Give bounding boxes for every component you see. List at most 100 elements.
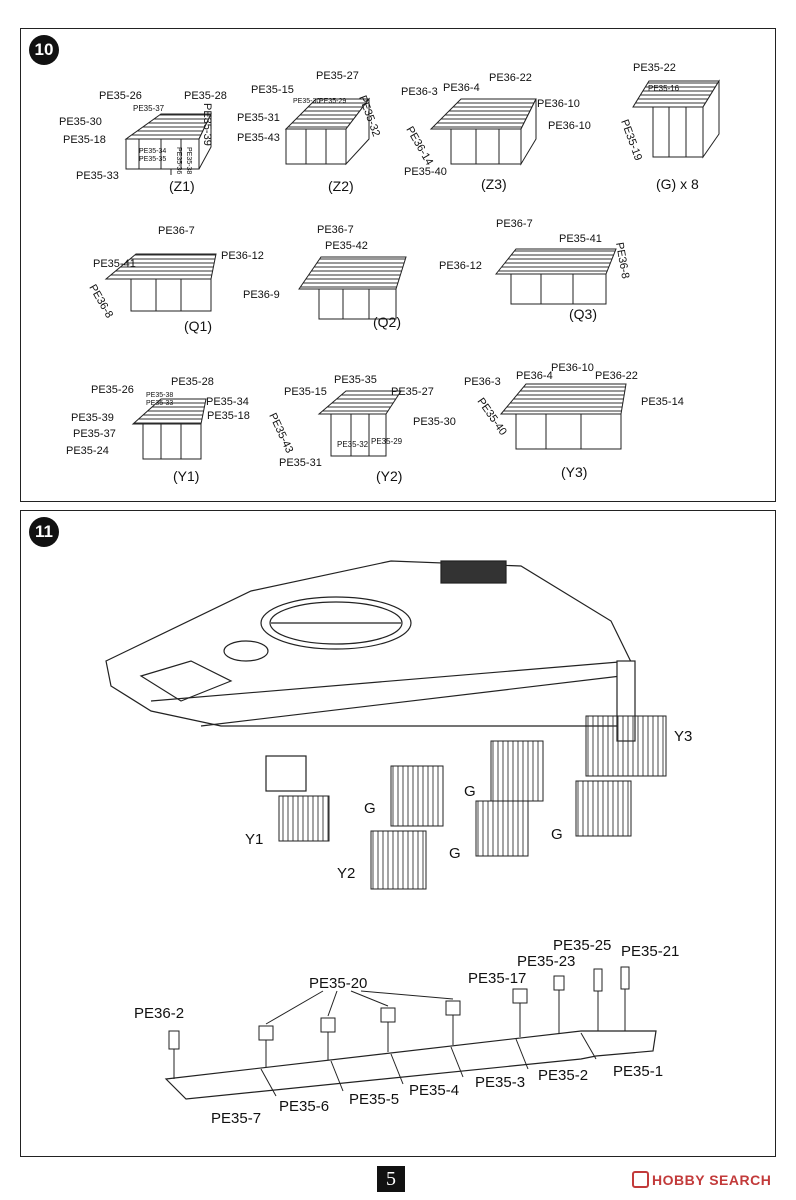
label-z2-2: PE35-30 xyxy=(293,98,320,105)
caption-z3: (Z3) xyxy=(481,176,507,192)
label-q1-1: PE36-12 xyxy=(221,250,264,262)
label-y2-1: PE35-35 xyxy=(334,374,377,386)
label-z2-5: PE35-31 xyxy=(237,112,280,124)
screen-g-4: G xyxy=(551,780,632,843)
label-z3-4: PE36-10 xyxy=(548,120,591,132)
label-z1-10: PE35-33 xyxy=(76,170,119,182)
strip-label-6: PE35-1 xyxy=(613,1063,663,1080)
strip-label-0: PE35-7 xyxy=(211,1110,261,1127)
label-z3-0: PE36-22 xyxy=(489,72,532,84)
screen-label-g4: G xyxy=(551,826,563,843)
strip-label-4: PE35-3 xyxy=(475,1074,525,1091)
strip-brackets: PE36-2 PE35-20 PE35-17 PE35-23 PE35-25 P… xyxy=(134,937,679,1079)
strip-label-2: PE35-5 xyxy=(349,1091,399,1108)
step-10-panel: 10 PE35-26 PE35-37 PE35-28 PE35-30 PE35-… xyxy=(20,28,776,502)
label-y1-4: PE35-34 xyxy=(206,396,249,408)
assembly-y1: PE35-26 PE35-28 PE35-38 PE35-33 PE35-34 … xyxy=(66,376,250,484)
page-number: 5 xyxy=(377,1166,405,1192)
assembly-y3: PE36-3 PE36-4 PE36-10 PE36-22 PE35-14 PE… xyxy=(464,362,684,480)
side-strip: PE35-7 PE35-6 PE35-5 PE35-4 PE35-3 PE35-… xyxy=(164,1030,663,1127)
screen-y1: Y1 xyxy=(245,795,330,848)
label-z1-1: PE35-37 xyxy=(133,104,165,113)
step-11-panel: 11 Y3 G xyxy=(20,510,776,1157)
label-z1-8: PE35-36 xyxy=(175,147,182,174)
label-y2-4: PE35-43 xyxy=(266,411,295,455)
label-y2-6: PE35-29 xyxy=(371,437,403,446)
label-q1-0: PE36-7 xyxy=(158,225,195,237)
screen-g-2: G xyxy=(464,740,544,802)
label-q2-0: PE36-7 xyxy=(317,224,354,236)
caption-q1: (Q1) xyxy=(184,318,212,334)
screen-label-y1: Y1 xyxy=(245,831,263,848)
assembly-z2: PE35-27 PE35-15 PE35-30 PE35-29 PE35-32 … xyxy=(237,70,382,194)
label-y1-8: PE35-24 xyxy=(66,445,109,457)
label-y2-7: PE35-31 xyxy=(279,457,322,469)
assembly-z1: PE35-26 PE35-37 PE35-28 PE35-30 PE35-18 … xyxy=(59,90,227,194)
label-z3-5: PE36-14 xyxy=(403,125,435,168)
screen-label-g2: G xyxy=(464,783,476,800)
label-g-0: PE35-22 xyxy=(633,62,676,74)
label-q1-3: PE36-8 xyxy=(86,283,115,321)
label-z1-0: PE35-26 xyxy=(99,90,142,102)
caption-y1: (Y1) xyxy=(173,468,199,484)
caption-q2: (Q2) xyxy=(373,314,401,330)
label-q3-1: PE35-41 xyxy=(559,233,602,245)
label-y3-1: PE36-4 xyxy=(516,370,553,382)
watermark: HOBBY SEARCH xyxy=(632,1171,771,1188)
label-z1-6: PE35-34 xyxy=(139,148,166,155)
label-z1-3: PE35-30 xyxy=(59,116,102,128)
caption-y2: (Y2) xyxy=(376,468,402,484)
screen-label-y2: Y2 xyxy=(337,865,355,882)
label-y2-2: PE35-27 xyxy=(391,386,434,398)
label-z2-3: PE35-29 xyxy=(319,98,346,105)
assembly-y2: PE35-15 PE35-35 PE35-27 PE35-30 PE35-43 … xyxy=(266,374,456,484)
strip-label-1: PE35-6 xyxy=(279,1098,329,1115)
label-g-1: PE35-16 xyxy=(648,84,680,93)
label-y3-4: PE35-14 xyxy=(641,396,684,408)
step-number-10: 10 xyxy=(29,35,59,65)
label-y3-5: PE35-40 xyxy=(475,396,509,438)
bracket-label-1: PE35-20 xyxy=(309,975,367,992)
label-z1-7: PE35-35 xyxy=(139,156,166,163)
label-q3-0: PE36-7 xyxy=(496,218,533,230)
screen-g-1: G xyxy=(364,765,444,827)
step-10-diagram: PE35-26 PE35-37 PE35-28 PE35-30 PE35-18 … xyxy=(59,62,720,484)
step-number-11: 11 xyxy=(29,517,59,547)
strip-label-5: PE35-2 xyxy=(538,1067,588,1084)
label-y1-1: PE35-28 xyxy=(171,376,214,388)
label-z3-1: PE36-3 xyxy=(401,86,438,98)
label-y1-5: PE35-39 xyxy=(71,412,114,424)
label-y3-2: PE36-10 xyxy=(551,362,594,374)
label-z1-9: PE35-38 xyxy=(185,147,192,174)
assembly-z3: PE36-22 PE36-3 PE36-4 PE36-10 PE36-10 PE… xyxy=(401,72,591,192)
label-y3-3: PE36-22 xyxy=(595,370,638,382)
strip-label-3: PE35-4 xyxy=(409,1082,459,1099)
step-11-diagram: Y3 G G G G Y1 xyxy=(105,560,692,1127)
assembly-g: PE35-22 PE35-16 PE35-19 (G) x 8 xyxy=(618,62,720,192)
caption-z2: (Z2) xyxy=(328,178,354,194)
bracket-label-4: PE35-25 xyxy=(553,937,611,954)
label-q3-2: PE36-12 xyxy=(439,260,482,272)
watermark-text: HOBBY SEARCH xyxy=(652,1172,772,1188)
screen-g-3: G xyxy=(449,800,529,862)
screen-label-g3: G xyxy=(449,845,461,862)
label-y1-6: PE35-18 xyxy=(207,410,250,422)
label-y1-0: PE35-26 xyxy=(91,384,134,396)
assembly-q1: PE36-7 PE36-12 PE35-41 PE36-8 (Q1) xyxy=(86,225,263,334)
label-z2-1: PE35-15 xyxy=(251,84,294,96)
label-z2-0: PE35-27 xyxy=(316,70,359,82)
label-y3-0: PE36-3 xyxy=(464,376,501,388)
caption-z1: (Z1) xyxy=(169,178,195,194)
label-q2-2: PE36-9 xyxy=(243,289,280,301)
caption-g: (G) x 8 xyxy=(656,176,699,192)
label-g-2: PE35-19 xyxy=(618,118,644,162)
label-y2-5: PE35-32 xyxy=(337,440,369,449)
label-y1-2: PE35-38 xyxy=(146,392,173,399)
screen-label-g1: G xyxy=(364,800,376,817)
hull-drawing xyxy=(105,560,636,792)
label-z1-2: PE35-28 xyxy=(184,90,227,102)
screen-y2: Y2 xyxy=(337,830,427,890)
caption-y3: (Y3) xyxy=(561,464,587,480)
label-z3-3: PE36-10 xyxy=(537,98,580,110)
screen-y3: Y3 xyxy=(585,715,692,777)
